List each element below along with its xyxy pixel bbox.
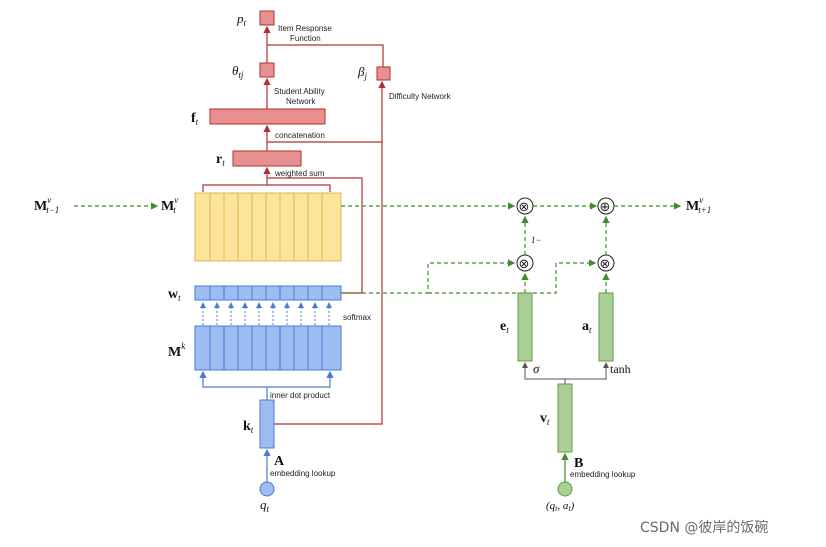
pt-label: pt xyxy=(236,11,247,28)
beta-node xyxy=(376,66,391,81)
at-label: at xyxy=(582,319,592,335)
rt-label: rt xyxy=(216,152,225,168)
rt-node xyxy=(232,150,302,167)
softmax-label: softmax xyxy=(343,313,371,322)
sigma-label: σ xyxy=(533,361,540,376)
wt-label: wt xyxy=(168,287,181,303)
student-ability-label-2: Network xyxy=(286,97,316,106)
qt-label: qt xyxy=(260,497,270,514)
concatenation-label: concatenation xyxy=(275,131,325,140)
erase-multiply-symbol: ⊗ xyxy=(519,257,530,272)
embedding-lookup-left: embedding lookup xyxy=(270,469,336,478)
A-label: A xyxy=(274,454,285,469)
softmax-arrows xyxy=(200,302,332,325)
difficulty-network-label: Difficulty Network xyxy=(389,92,452,101)
irf-label-2: Function xyxy=(290,34,321,43)
mk-label: Mk xyxy=(168,341,186,360)
ft-label: ft xyxy=(191,111,199,127)
add-multiply-symbol: ⊗ xyxy=(600,257,611,272)
qt-input-node xyxy=(259,481,275,497)
theta-node xyxy=(259,62,275,78)
weight-vector xyxy=(194,285,342,301)
vt-label: vt xyxy=(540,411,550,427)
B-label: B xyxy=(574,456,583,471)
embedding-lookup-right: embedding lookup xyxy=(570,470,636,479)
add-symbol: ⊕ xyxy=(600,200,611,215)
value-memory xyxy=(194,192,342,262)
theta-label: θtj xyxy=(232,63,244,80)
one-minus-label: 1− xyxy=(531,235,542,245)
irf-label-1: Item Response xyxy=(278,24,332,33)
add-vector xyxy=(598,292,614,362)
kt-vector xyxy=(259,399,275,449)
qa-input-node xyxy=(557,481,573,497)
beta-label: βj xyxy=(357,64,367,81)
et-label: et xyxy=(500,319,509,335)
watermark-text: CSDN @彼岸的饭碗 xyxy=(640,520,768,536)
vt-vector xyxy=(557,383,573,453)
ft-node xyxy=(209,108,326,125)
student-ability-label-1: Student Ability xyxy=(274,87,325,96)
kt-label: kt xyxy=(243,419,254,435)
weighted-sum-label: weighted sum xyxy=(274,169,325,178)
multiply-symbol: ⊗ xyxy=(519,200,530,215)
key-memory xyxy=(194,325,342,371)
tanh-label: tanh xyxy=(610,362,631,376)
pt-node xyxy=(259,10,275,26)
erase-vector xyxy=(517,292,533,362)
qa-label: (qt, at) xyxy=(546,500,575,513)
inner-dot-product-label: inner dot product xyxy=(270,391,331,400)
